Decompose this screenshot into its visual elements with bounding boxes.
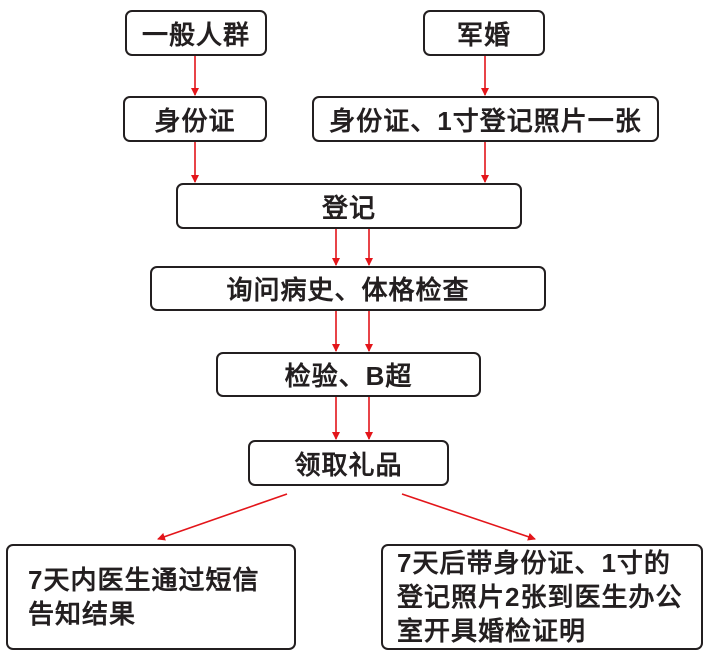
node-military-documents: 身份证、1寸登记照片一张 bbox=[312, 96, 659, 142]
node-gift: 领取礼品 bbox=[248, 440, 449, 486]
node-label: 7天后带身份证、1寸的登记照片2张到医生办公室开具婚检证明 bbox=[397, 548, 683, 646]
node-label: 检验、B超 bbox=[284, 361, 413, 391]
node-result-sms: 7天内医生通过短信告知结果 bbox=[6, 544, 296, 650]
node-label: 领取礼品 bbox=[294, 449, 403, 480]
node-general-documents: 身份证 bbox=[123, 96, 267, 142]
node-label: 7天内医生通过短信告知结果 bbox=[28, 565, 260, 629]
node-label: 登记 bbox=[321, 192, 376, 223]
node-label: 询问病史、体格检查 bbox=[226, 275, 470, 305]
node-result-certificate: 7天后带身份证、1寸的登记照片2张到医生办公室开具婚检证明 bbox=[381, 544, 703, 650]
node-label: 军婚 bbox=[456, 19, 511, 50]
node-register: 登记 bbox=[176, 183, 522, 229]
node-history-exam: 询问病史、体格检查 bbox=[150, 266, 546, 311]
node-general-population: 一般人群 bbox=[125, 10, 267, 56]
node-label: 身份证、1寸登记照片一张 bbox=[329, 105, 642, 136]
node-label: 身份证 bbox=[154, 105, 236, 136]
arrow-gift-to-certificate bbox=[401, 493, 536, 541]
arrow-gift-to-sms bbox=[157, 493, 288, 541]
node-military-marriage: 军婚 bbox=[423, 10, 545, 56]
node-lab-ultrasound: 检验、B超 bbox=[216, 352, 481, 397]
node-label: 一般人群 bbox=[141, 19, 250, 50]
